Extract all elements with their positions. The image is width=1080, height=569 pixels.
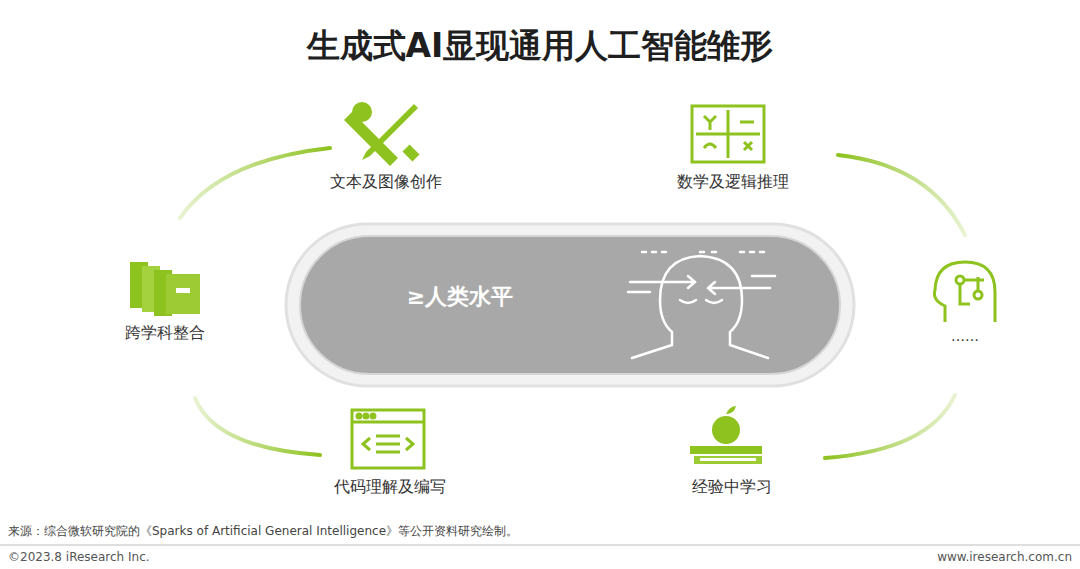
ring-arcs xyxy=(180,148,965,458)
brush-pencil-icon xyxy=(344,102,419,166)
capability-label: 文本及图像创作 xyxy=(330,172,442,193)
website-url: www.iresearch.com.cn xyxy=(937,550,1072,564)
code-window-icon xyxy=(352,410,424,468)
source-note: 来源：综合微软研究院的《Sparks of Artificial General… xyxy=(8,523,518,540)
head-illustration xyxy=(628,252,775,358)
pill-inner xyxy=(300,236,840,374)
diagram-title: 生成式AI显现通用人工智能雏形 xyxy=(307,24,774,69)
pill-outer xyxy=(286,224,854,386)
footer-rule xyxy=(0,545,1080,546)
capability-label: 代码理解及编写 xyxy=(334,477,446,498)
capability-label: 数学及逻辑推理 xyxy=(677,172,789,193)
capability-label: 跨学科整合 xyxy=(125,323,205,344)
books-icon xyxy=(130,262,200,316)
apple-books-icon xyxy=(690,406,762,464)
level-text: ≥人类水平 xyxy=(407,282,513,312)
center-pill-node: ≥人类水平 xyxy=(300,236,580,374)
ellipsis-label: …… xyxy=(951,328,979,344)
ai-head-icon xyxy=(934,262,995,322)
copyright-note: ©2023.8 iResearch Inc. xyxy=(8,550,150,564)
capability-label: 经验中学习 xyxy=(692,477,772,498)
math-icon xyxy=(692,106,764,162)
